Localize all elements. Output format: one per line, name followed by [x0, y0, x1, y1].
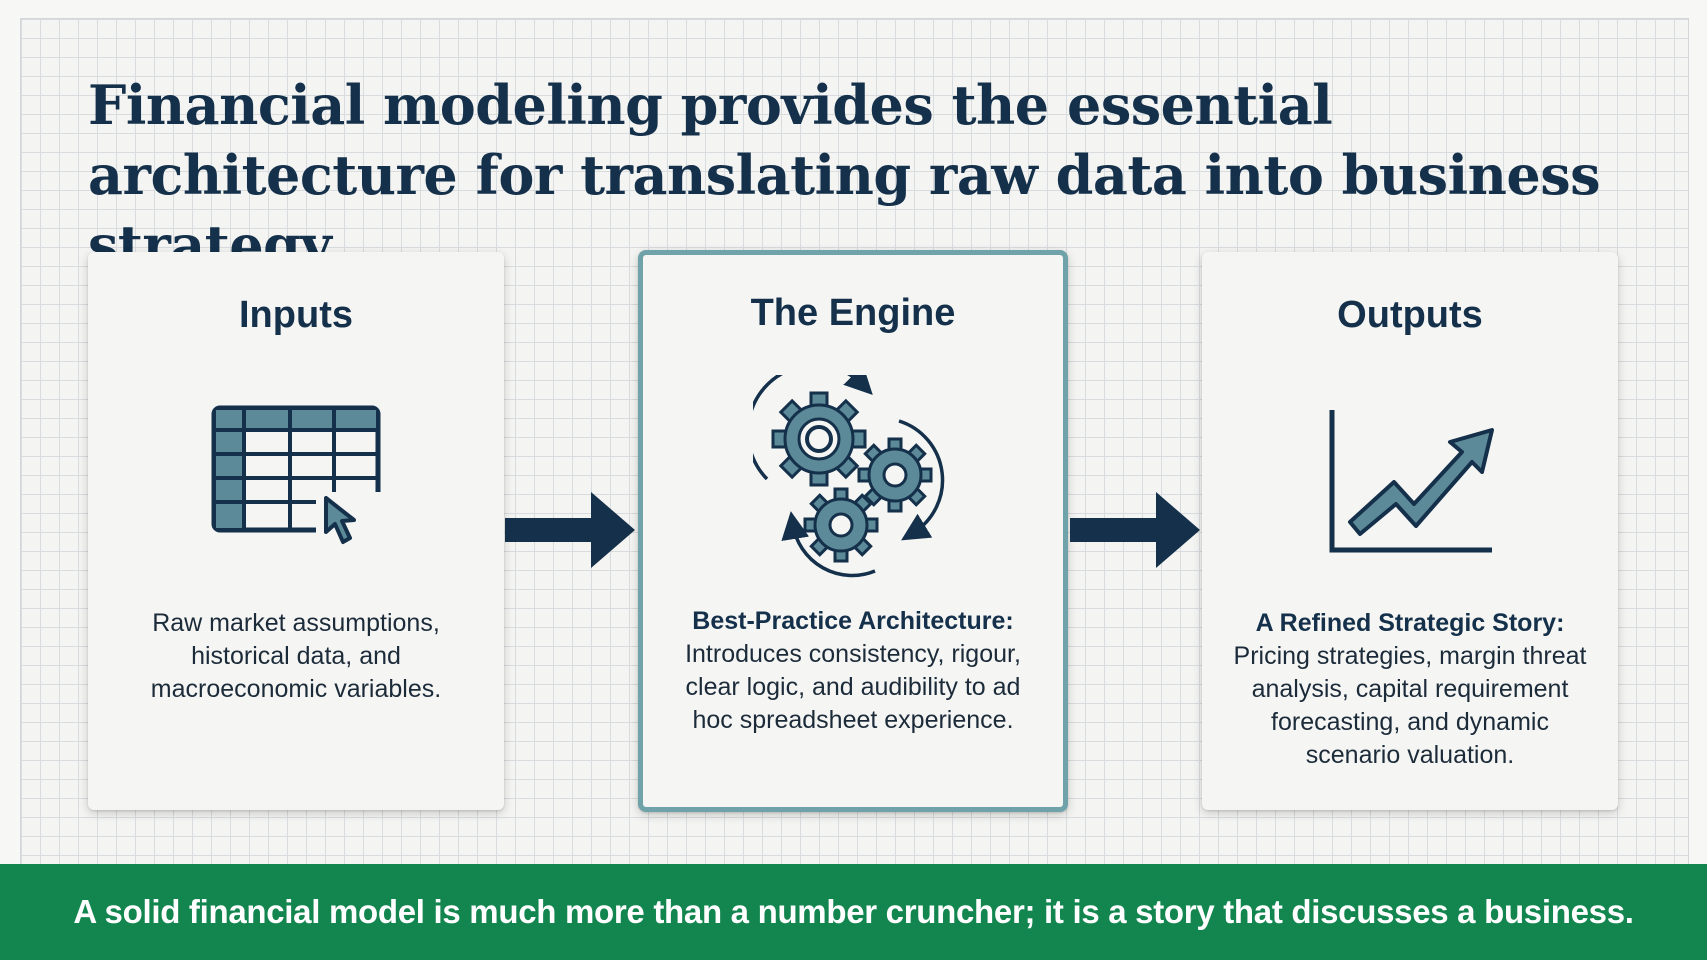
footer-text: A solid financial model is much more tha… — [73, 893, 1634, 930]
inputs-card: Inputs Raw market assumptions, historica… — [88, 252, 504, 810]
outputs-card-lead: A Refined Strategic Story: — [1255, 609, 1565, 637]
inputs-card-title: Inputs — [239, 294, 353, 336]
arrow-right-icon — [505, 492, 635, 568]
spreadsheet-cursor-icon — [211, 405, 382, 550]
growth-chart-icon — [1329, 410, 1494, 553]
outputs-card-text: A Refined Strategic Story: Pricing strat… — [1222, 607, 1598, 772]
arrow-right-icon — [1070, 492, 1200, 568]
outputs-card-title: Outputs — [1337, 294, 1483, 336]
gears-cycle-icon — [753, 375, 945, 578]
engine-card-title: The Engine — [750, 292, 956, 334]
engine-card-text: Best-Practice Architecture: Introduces c… — [663, 605, 1043, 737]
inputs-card-description: Raw market assumptions, historical data,… — [150, 609, 442, 703]
inputs-card-text: Raw market assumptions, historical data,… — [108, 607, 484, 706]
footer-banner: A solid financial model is much more tha… — [0, 864, 1707, 960]
outputs-card: Outputs A Refined Strategic Story: Prici… — [1202, 252, 1618, 810]
engine-card-lead: Best-Practice Architecture: — [692, 607, 1014, 635]
page-title: Financial modeling provides the essentia… — [88, 73, 1601, 277]
engine-card-description: Introduces consistency, rigour, clear lo… — [685, 640, 1021, 734]
outputs-card-description: Pricing strategies, margin threat analys… — [1233, 642, 1587, 769]
engine-card: The Engine — [638, 250, 1068, 812]
